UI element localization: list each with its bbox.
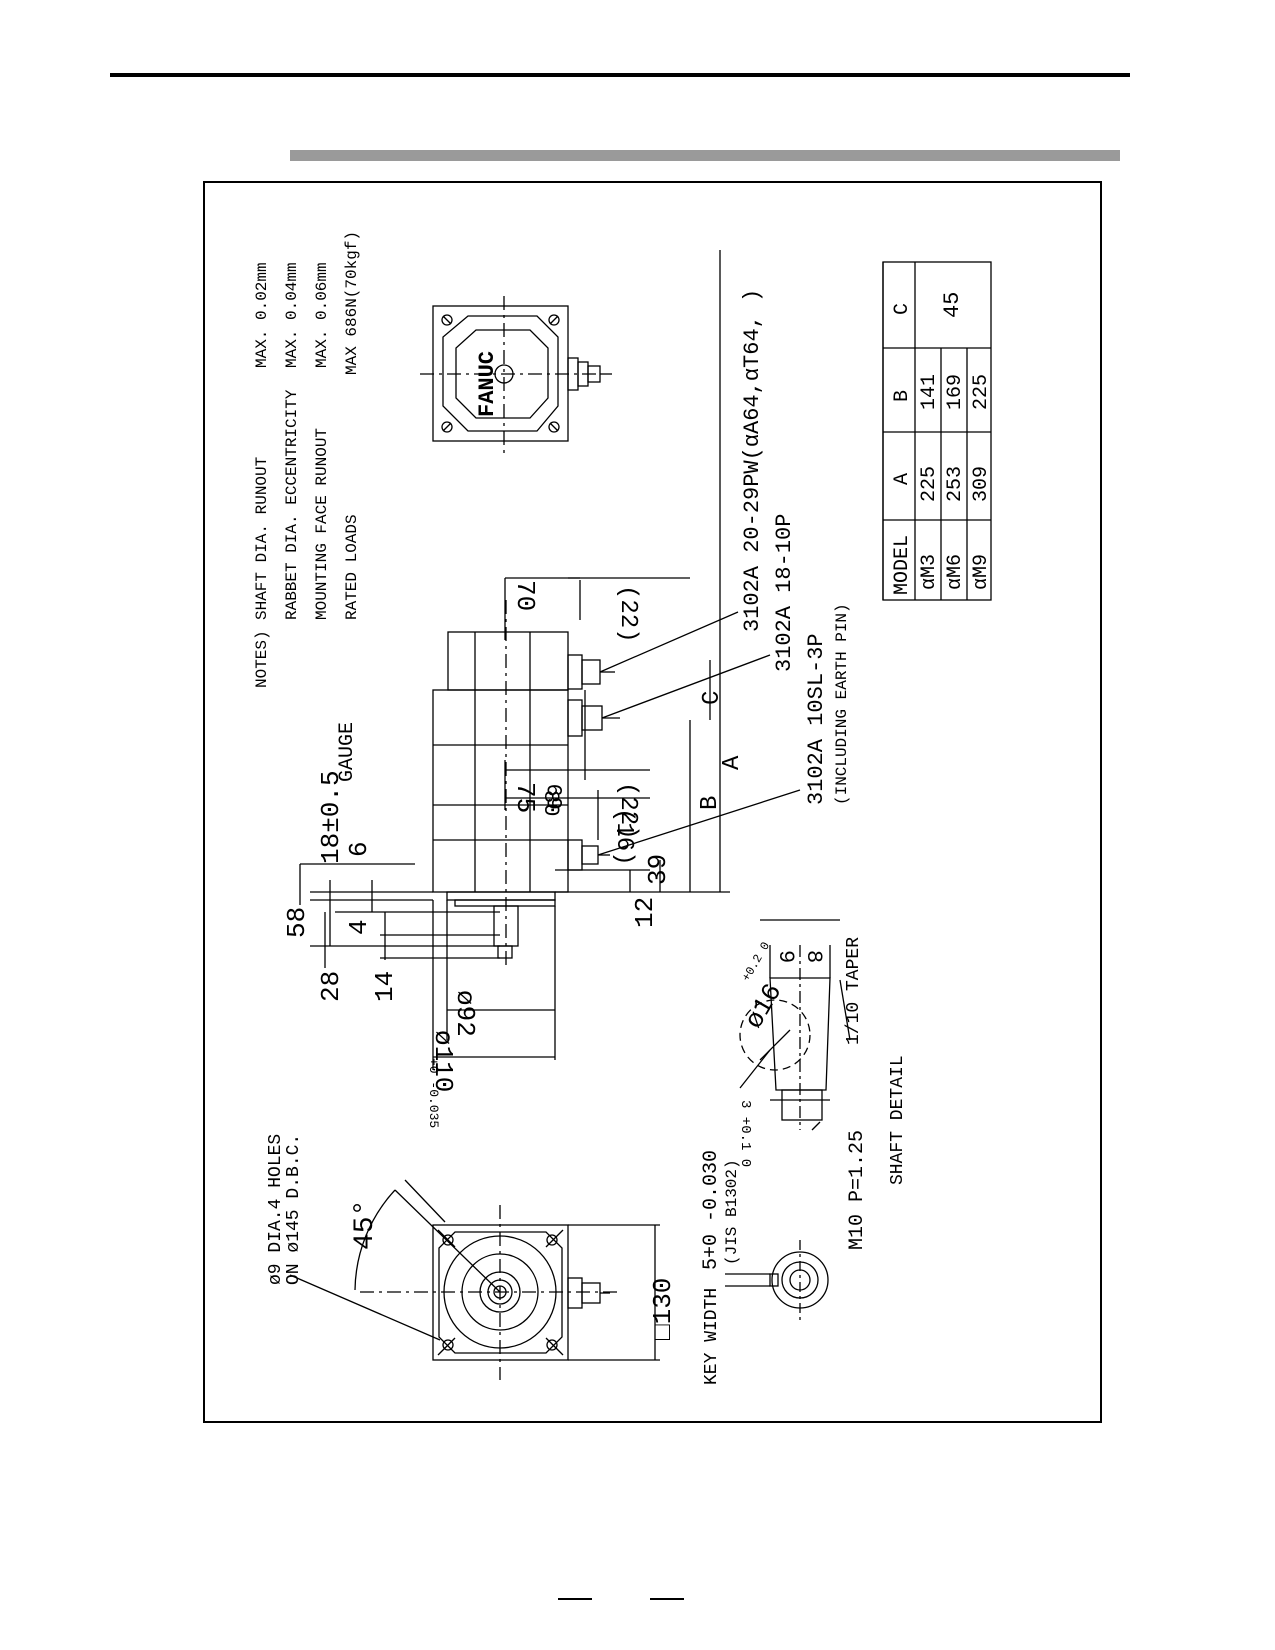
note-label-3: MOUNTING FACE RUNOUT — [313, 428, 331, 620]
dim-18: 18±0.5 — [316, 770, 346, 864]
table-cell: 141 — [918, 374, 941, 410]
dim-3: 3 +0.1 0 — [737, 1100, 753, 1167]
table-cell: 309 — [970, 466, 993, 502]
model-table-text: MODEL A B C αM3 225 141 αM6 253 169 αM9 … — [891, 292, 993, 595]
footer-rule-right — [650, 1598, 684, 1600]
dim-16-dia: ø16 — [739, 978, 788, 1034]
dim-C: C — [699, 691, 726, 705]
table-c-value: 45 — [940, 292, 965, 318]
table-cell: 225 — [918, 466, 941, 502]
table-header-b: B — [891, 390, 914, 402]
dim-92: ø92 — [450, 990, 480, 1037]
dim-14: 14 — [370, 971, 400, 1002]
table-header-c: C — [891, 303, 914, 315]
holes-label-line1: ø9 DIA.4 HOLES — [266, 1134, 286, 1285]
notes-block: NOTES) SHAFT DIA. RUNOUT MAX. 0.02mm RAB… — [253, 231, 361, 688]
jis-label: (JIS B1302) — [723, 1159, 741, 1265]
dim-75: 75 — [510, 782, 540, 813]
table-cell: αM3 — [918, 554, 941, 590]
connector-labels: 3102A 20-29PW(αA64,αT64, ) 3102A 18-10P … — [740, 289, 851, 805]
dim-B: B — [697, 796, 724, 810]
table-header-model: MODEL — [891, 535, 914, 595]
table-cell: 225 — [970, 374, 993, 410]
shaft-detail-title: SHAFT DETAIL — [888, 1055, 908, 1185]
note-label-4: RATED LOADS — [343, 514, 361, 620]
dim-39: 39 — [643, 854, 673, 885]
front-view-labels: ø9 DIA.4 HOLES ON ø145 D.B.C. 45° □130 — [266, 1134, 678, 1340]
connector-signal-label: 3102A 18-10P — [772, 514, 797, 672]
dim-A: A — [719, 755, 746, 770]
connector-earth-note: (INCLUDING EARTH PIN) — [833, 603, 851, 805]
dim-22a: (22) — [614, 585, 641, 643]
shaft-detail — [725, 919, 851, 1320]
note-value-1: MAX. 0.02mm — [253, 262, 271, 368]
connector-power-label: 3102A 20-29PW(αA64,αT64, ) — [740, 289, 765, 632]
front-view — [289, 1179, 660, 1380]
dim-9: 9 — [773, 950, 798, 963]
rear-view: FANUC — [420, 296, 612, 455]
top-rule — [110, 73, 1130, 77]
table-cell: αM6 — [944, 554, 967, 590]
model-table — [882, 261, 992, 601]
dim-gauge: GAUGE — [336, 722, 359, 782]
dim-80: 80 — [538, 790, 563, 816]
fanuc-logo: FANUC — [475, 351, 500, 417]
dim-22b: (22) — [614, 782, 641, 840]
dim-70: 70 — [510, 580, 540, 611]
table-cell: 169 — [944, 374, 967, 410]
dim-16: (16) — [610, 808, 637, 866]
table-cell: αM9 — [970, 554, 993, 590]
note-value-4: MAX 686N(70kgf) — [343, 231, 361, 375]
note-value-2: MAX. 0.04mm — [283, 262, 301, 368]
shaft-detail-labels: KEY WIDTH 5+0 -0.030 (JIS B1302) M10 P=1… — [700, 937, 908, 1385]
holes-label-line2: ON ø145 D.B.C. — [284, 1134, 304, 1285]
note-label-2: RABBET DIA. ECCENTRICITY — [283, 389, 301, 620]
note-value-3: MAX. 0.06mm — [313, 262, 331, 368]
thread-label: M10 P=1.25 — [846, 1130, 869, 1250]
dim-8: 8 — [801, 950, 826, 963]
dim-square-130: □130 — [648, 1278, 678, 1340]
connector-earth-label: 3102A 10SL-3P — [804, 633, 829, 805]
footer-rule-left — [558, 1598, 592, 1600]
dim-110-tol: +0 -0.035 — [426, 1058, 441, 1128]
dim-4: 4 — [344, 919, 374, 935]
taper-label: 1/10 TAPER — [844, 937, 864, 1045]
side-view — [299, 250, 801, 1070]
key-width-value: 5+0 -0.030 — [700, 1150, 723, 1270]
note-label-1: SHAFT DIA. RUNOUT — [253, 457, 271, 620]
drawing-frame — [203, 181, 1102, 1423]
notes-heading: NOTES) — [253, 630, 271, 688]
key-width-label: KEY WIDTH — [702, 1288, 722, 1385]
dim-6: 6 — [344, 841, 374, 857]
side-view-labels: 18±0.5 GAUGE 6 58 4 28 14 ø92 ø110 +0 -0… — [282, 580, 746, 1128]
dim-28: 28 — [316, 971, 346, 1002]
dim-58: 58 — [282, 907, 312, 938]
section-header-bar — [290, 150, 1120, 161]
angle-45: 45° — [350, 1200, 381, 1250]
dim-69: 69 — [544, 784, 569, 810]
dim-16-tol: +0.2 0 — [739, 940, 773, 984]
table-header-a: A — [891, 473, 914, 485]
dim-12: 12 — [630, 897, 660, 928]
dim-110: ø110 — [428, 1030, 458, 1092]
table-cell: 253 — [944, 466, 967, 502]
